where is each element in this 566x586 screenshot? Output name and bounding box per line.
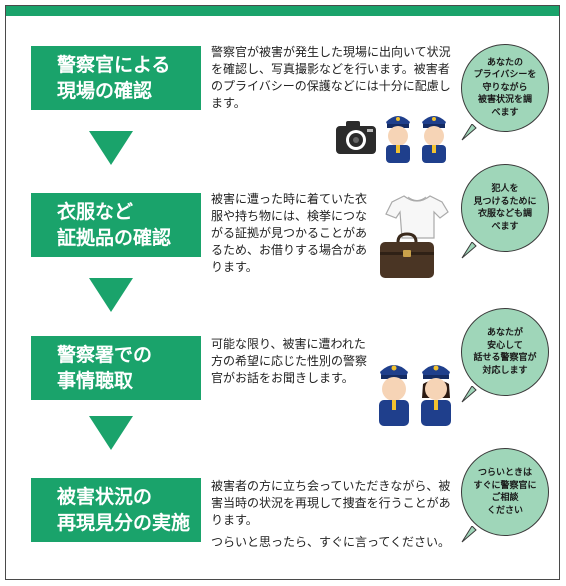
bubble-2-line-2: 見つけるために [473, 196, 537, 207]
flow-arrow-1 [89, 131, 133, 165]
bubble-1-line-3: 守りながら [482, 82, 528, 93]
female-police-officer-icon [421, 365, 451, 426]
step-2-title-box: 衣服など 証拠品の確認 [31, 193, 201, 257]
flow-panel: 警察官による 現場の確認 警察官が被害が発生した現場に出向いて状況を確認し、写真… [5, 5, 560, 580]
step-2-description: 被害に遭った時に着ていた衣服や持ち物には、検挙につながる証拠が見つかることがある… [211, 191, 376, 276]
bubble-2-line-1: 犯人を [491, 184, 519, 194]
bubble-2-line-4: べます [491, 221, 519, 232]
bubble-4-line-3: ご相談 [491, 493, 519, 503]
bag-icon [380, 232, 434, 278]
flow-arrow-2 [89, 278, 133, 312]
step-2-title-line-1: 衣服など [57, 201, 134, 223]
step-2-speech-bubble: 犯人を 見つけるために 衣服なども調 べます [461, 164, 549, 252]
step-3-title-box: 警察署での 事情聴取 [31, 336, 201, 400]
police-officers-pair-icon [386, 116, 446, 163]
step-1-speech-bubble: あなたの プライバシーを 守りながら 被害状況を調 べます [461, 44, 549, 132]
step-3-title-line-2: 事情聴取 [57, 370, 134, 392]
tshirt-icon [385, 195, 449, 239]
bubble-1-line-4: 被害状況を調 [477, 95, 532, 106]
step-1-title-box: 警察官による 現場の確認 [31, 46, 201, 110]
bubble-2-line-3: 衣服なども調 [477, 209, 532, 219]
step-4-title-line-1: 被害状況の [57, 486, 153, 508]
step-1-title-line-2: 現場の確認 [57, 80, 153, 102]
step-1-title-line-1: 警察官による [57, 54, 171, 76]
police-officer-icon [422, 116, 446, 163]
bubble-2-tail [461, 242, 477, 259]
step-4-description-extra: つらいと思ったら、すぐに言ってください。 [211, 535, 451, 549]
bubble-4-line-2: すぐに警察官に [473, 480, 537, 491]
bubble-3-line-3: 話せる警察官が [473, 353, 537, 363]
step-4-title-box: 被害状況の 再現見分の実施 [31, 478, 201, 542]
camera-icon [336, 121, 376, 154]
bubble-3-line-4: 対応します [482, 365, 528, 376]
bubble-1-line-5: べます [491, 107, 519, 118]
bubble-1-tail [461, 124, 477, 141]
officers-male-female-icon [379, 365, 451, 426]
bubble-3-line-2: 安心して [487, 340, 523, 351]
male-police-officer-icon [379, 365, 409, 426]
bubble-4-line-1: つらいときは [477, 468, 532, 478]
bubble-4-tail [461, 526, 477, 543]
step-1-description-text: 警察官が被害が発生した現場に出向いて状況を確認し、写真撮影などを行います。被害者… [211, 45, 451, 110]
step-4-title-line-2: 再現見分の実施 [57, 512, 191, 534]
top-accent-rule [6, 6, 559, 16]
bubble-3-tail [461, 386, 477, 403]
step-2-title-line-2: 証拠品の確認 [57, 227, 172, 249]
flow-arrow-3 [89, 416, 133, 450]
bubble-1-line-2: プライバシーを [473, 70, 537, 81]
bubble-4-line-4: ください [486, 505, 523, 516]
step-3-description-text: 可能な限り、被害に遭われた方の希望に応じた性別の警察官がお話をお聞きします。 [211, 337, 368, 385]
step-2-description-text: 被害に遭った時に着ていた衣服や持ち物には、検挙につながる証拠が見つかることがある… [211, 192, 368, 274]
step-4-description: 被害者の方に立ち会っていただきながら、被害当時の状況を再現して捜査を行うことがあ… [211, 478, 456, 551]
step-4-speech-bubble: つらいときは すぐに警察官に ご相談 ください [461, 448, 549, 536]
step-4-description-text: 被害者の方に立ち会っていただきながら、被害当時の状況を再現して捜査を行うことがあ… [211, 479, 451, 527]
bubble-3-line-1: あなたが [486, 328, 523, 338]
step-3-speech-bubble: あなたが 安心して 話せる警察官が 対応します [461, 308, 549, 396]
police-officer-icon [386, 116, 410, 163]
step-1-description: 警察官が被害が発生した現場に出向いて状況を確認し、写真撮影などを行います。被害者… [211, 44, 456, 112]
step-3-description: 可能な限り、被害に遭われた方の希望に応じた性別の警察官がお話をお聞きします。 [211, 336, 371, 387]
bubble-1-line-1: あなたの [486, 57, 523, 68]
step-3-title-line-1: 警察署での [57, 344, 153, 366]
